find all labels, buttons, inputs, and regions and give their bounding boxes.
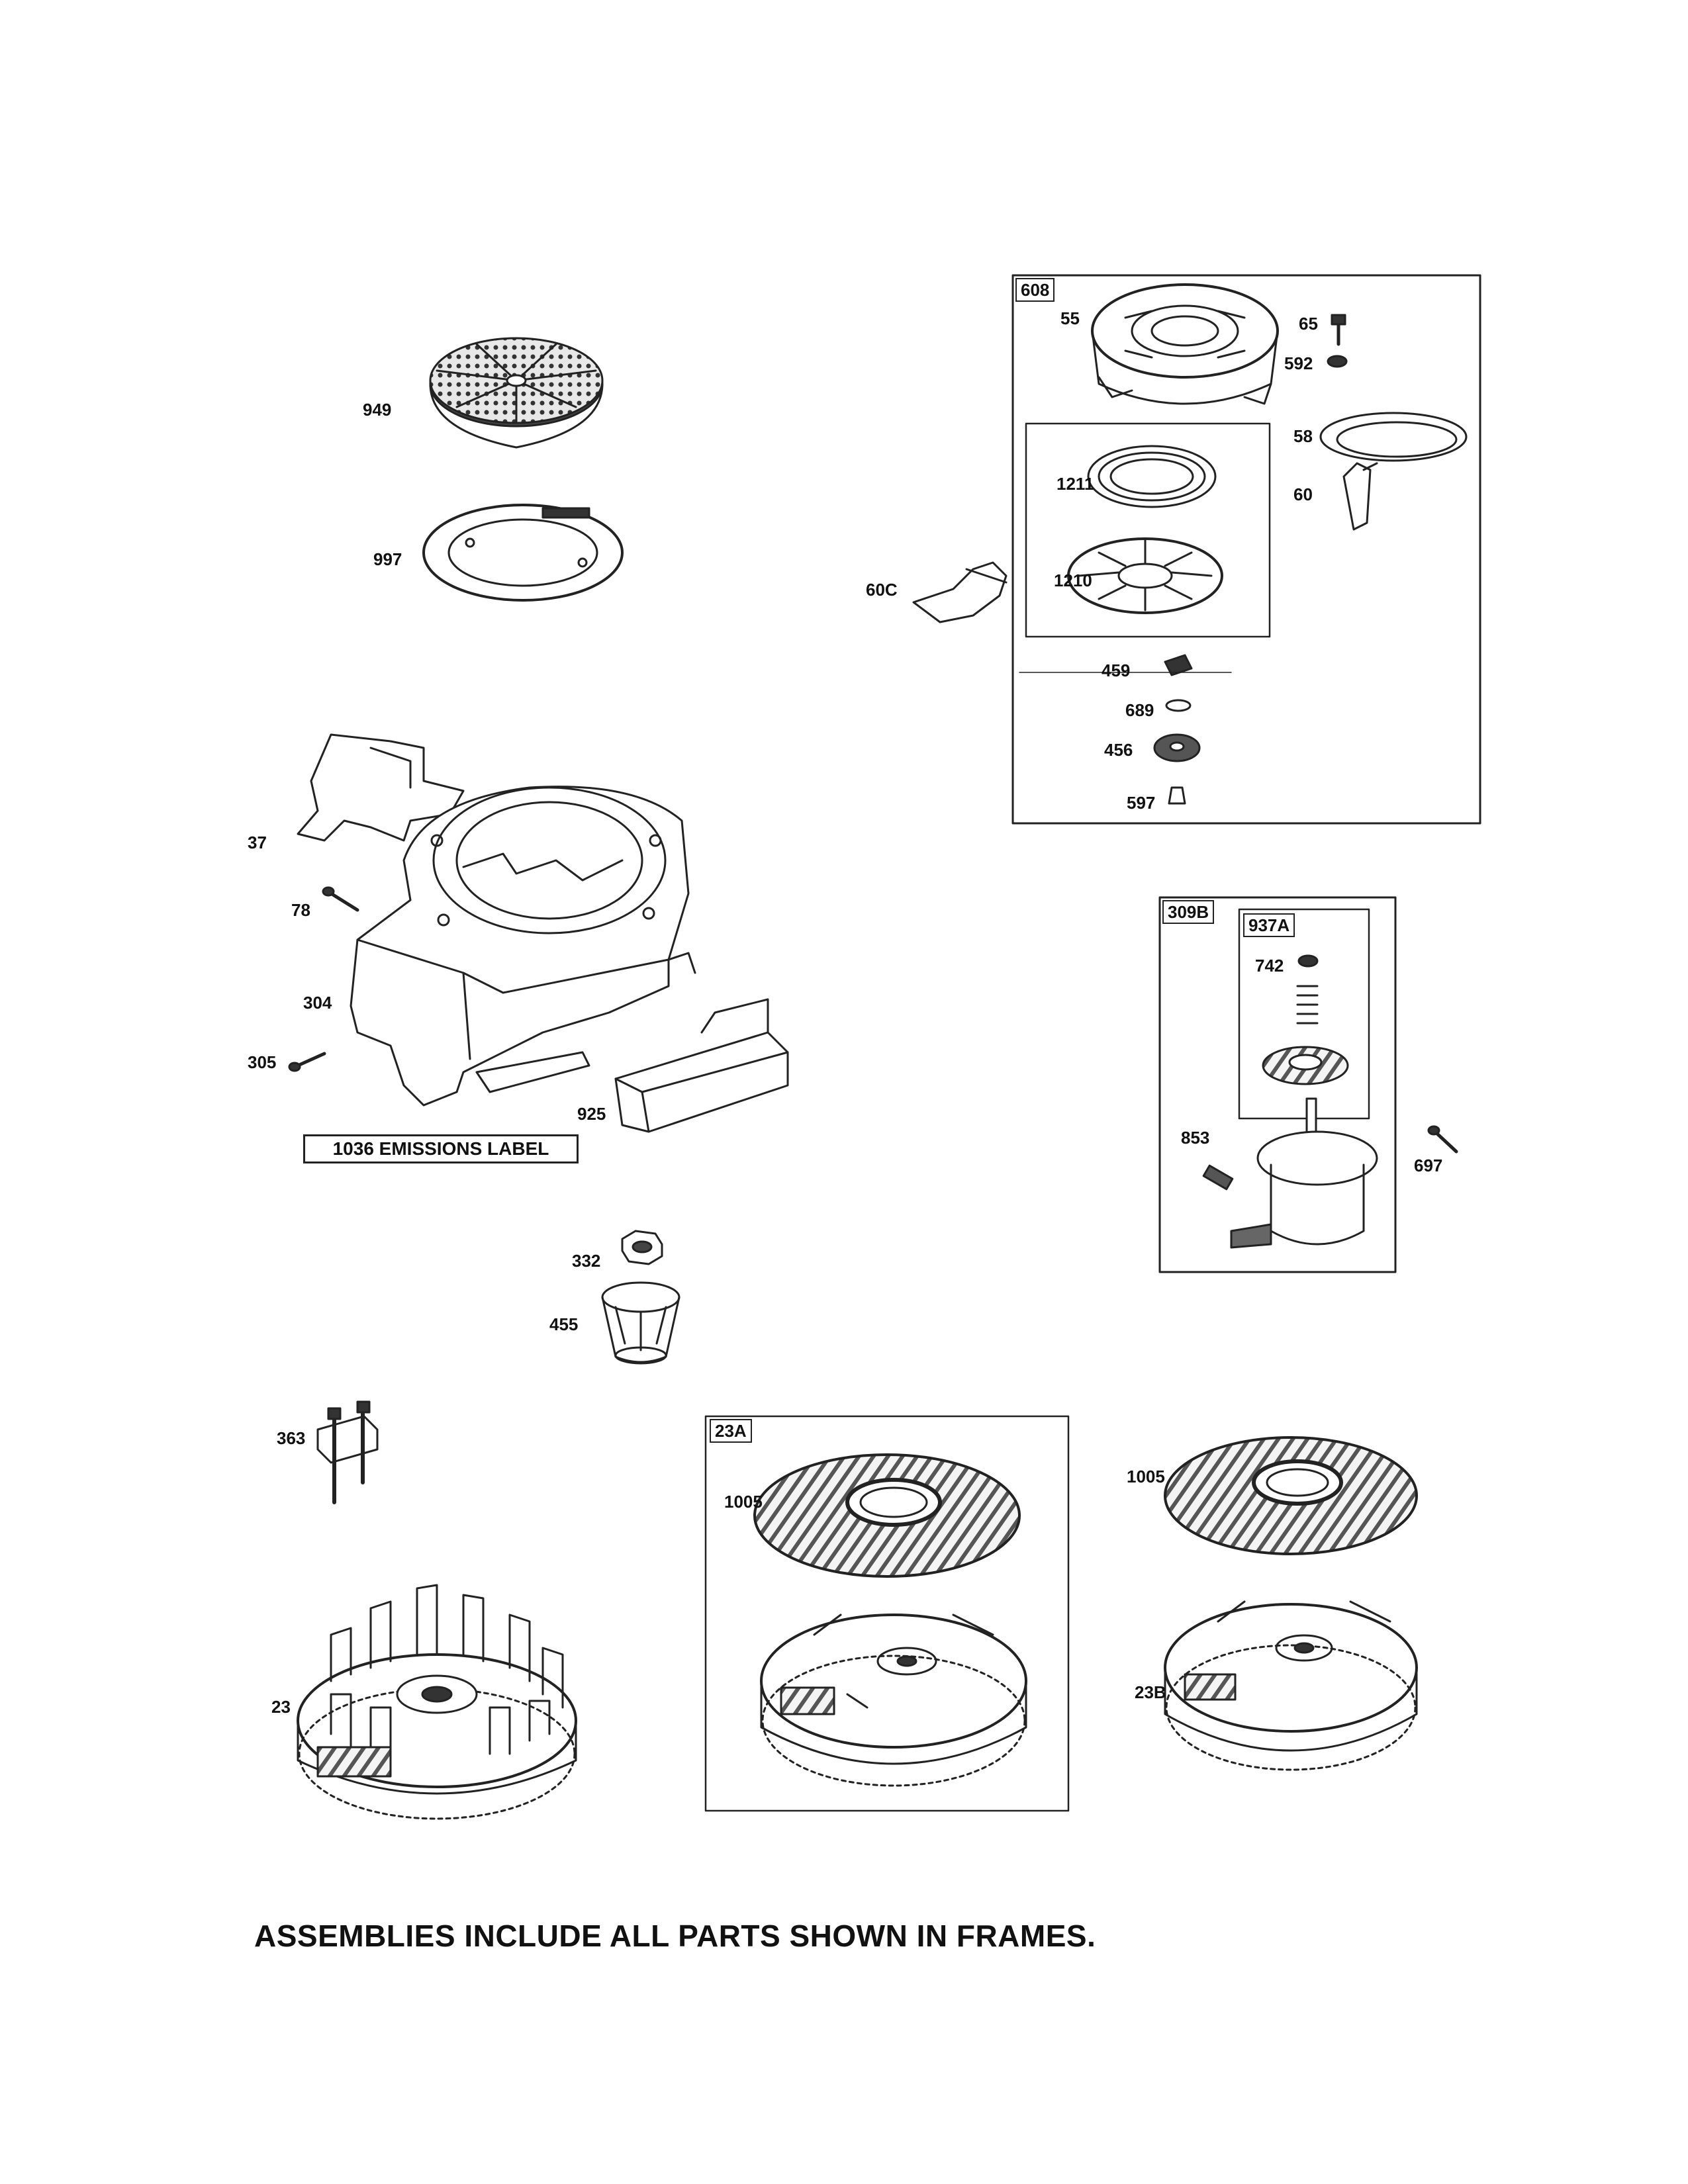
frame-label-309b: 309B bbox=[1162, 900, 1215, 924]
frame-label-23a: 23A bbox=[710, 1419, 752, 1443]
callout-592: 592 bbox=[1284, 353, 1313, 373]
part-58-rope bbox=[1319, 412, 1468, 462]
callout-60c: 60C bbox=[866, 580, 898, 600]
emissions-label-box: 1036 EMISSIONS LABEL bbox=[303, 1134, 579, 1163]
part-853-terminal bbox=[1202, 1164, 1234, 1191]
callout-459: 459 bbox=[1102, 660, 1131, 680]
callout-55: 55 bbox=[1060, 308, 1080, 328]
callout-597: 597 bbox=[1127, 793, 1156, 813]
callout-949: 949 bbox=[363, 400, 392, 420]
callout-78: 78 bbox=[291, 900, 310, 920]
callout-304: 304 bbox=[303, 993, 332, 1013]
part-pinion-gear bbox=[1262, 1046, 1349, 1085]
part-60-handle bbox=[1342, 462, 1378, 531]
part-456-retainer bbox=[1153, 733, 1201, 762]
part-1211-rewind-spring bbox=[1087, 445, 1217, 508]
callout-697: 697 bbox=[1414, 1156, 1443, 1175]
part-55-starter-housing bbox=[1091, 283, 1279, 405]
callout-23: 23 bbox=[271, 1697, 291, 1717]
callout-742: 742 bbox=[1255, 956, 1284, 976]
part-925-baffle bbox=[614, 998, 789, 1133]
part-592-washer bbox=[1327, 355, 1348, 368]
footer-note: ASSEMBLIES INCLUDE ALL PARTS SHOWN IN FR… bbox=[254, 1919, 1096, 1953]
callout-65: 65 bbox=[1299, 314, 1318, 334]
callout-1210: 1210 bbox=[1054, 570, 1092, 590]
callout-1211: 1211 bbox=[1056, 474, 1094, 494]
part-37-bracket bbox=[297, 733, 465, 842]
callout-60: 60 bbox=[1293, 484, 1313, 504]
part-689-spring bbox=[1165, 699, 1192, 712]
callout-305: 305 bbox=[248, 1052, 277, 1072]
part-304-blower-housing bbox=[350, 786, 696, 1107]
part-65-screw bbox=[1331, 314, 1346, 346]
part-332-nut bbox=[621, 1230, 663, 1265]
part-60c-handle-assembly bbox=[912, 561, 1008, 623]
part-23-flywheel bbox=[297, 1584, 577, 1820]
part-949-rotating-screen bbox=[429, 337, 604, 449]
part-1210-pulley bbox=[1067, 537, 1223, 614]
part-spring bbox=[1296, 985, 1319, 1024]
part-23b-flywheel bbox=[1164, 1600, 1418, 1771]
callout-455: 455 bbox=[549, 1314, 579, 1334]
callout-997: 997 bbox=[373, 549, 402, 569]
part-363-ground-clamp bbox=[316, 1400, 379, 1504]
callout-363: 363 bbox=[277, 1428, 306, 1448]
frame-309b bbox=[1158, 896, 1397, 1273]
frame-label-937a: 937A bbox=[1243, 913, 1295, 937]
part-1005-fan-a bbox=[753, 1453, 1021, 1578]
part-23a-flywheel bbox=[760, 1614, 1027, 1787]
part-starter-motor bbox=[1230, 1097, 1378, 1249]
frame-label-608: 608 bbox=[1015, 278, 1055, 302]
part-78-screw bbox=[322, 886, 359, 912]
part-459-pawl bbox=[1019, 654, 1232, 676]
part-1005-fan-b bbox=[1164, 1436, 1418, 1555]
frame-23a bbox=[704, 1415, 1070, 1812]
part-697-screw bbox=[1427, 1125, 1458, 1154]
part-742-nut bbox=[1297, 954, 1319, 968]
part-305-screw bbox=[288, 1052, 326, 1072]
frame-608 bbox=[1011, 274, 1481, 825]
part-455-starter-cup bbox=[601, 1281, 680, 1365]
callout-23b: 23B bbox=[1135, 1682, 1166, 1702]
callout-1005-a: 1005 bbox=[724, 1492, 763, 1512]
callout-332: 332 bbox=[572, 1251, 601, 1271]
callout-37: 37 bbox=[248, 833, 267, 852]
part-997-screen-retainer bbox=[422, 504, 624, 602]
callout-1005-b: 1005 bbox=[1127, 1467, 1165, 1486]
callout-456: 456 bbox=[1104, 740, 1133, 760]
callout-58: 58 bbox=[1293, 426, 1313, 446]
part-597-screw bbox=[1168, 786, 1186, 805]
callout-925: 925 bbox=[577, 1104, 606, 1124]
callout-853: 853 bbox=[1181, 1128, 1210, 1148]
callout-689: 689 bbox=[1125, 700, 1154, 720]
